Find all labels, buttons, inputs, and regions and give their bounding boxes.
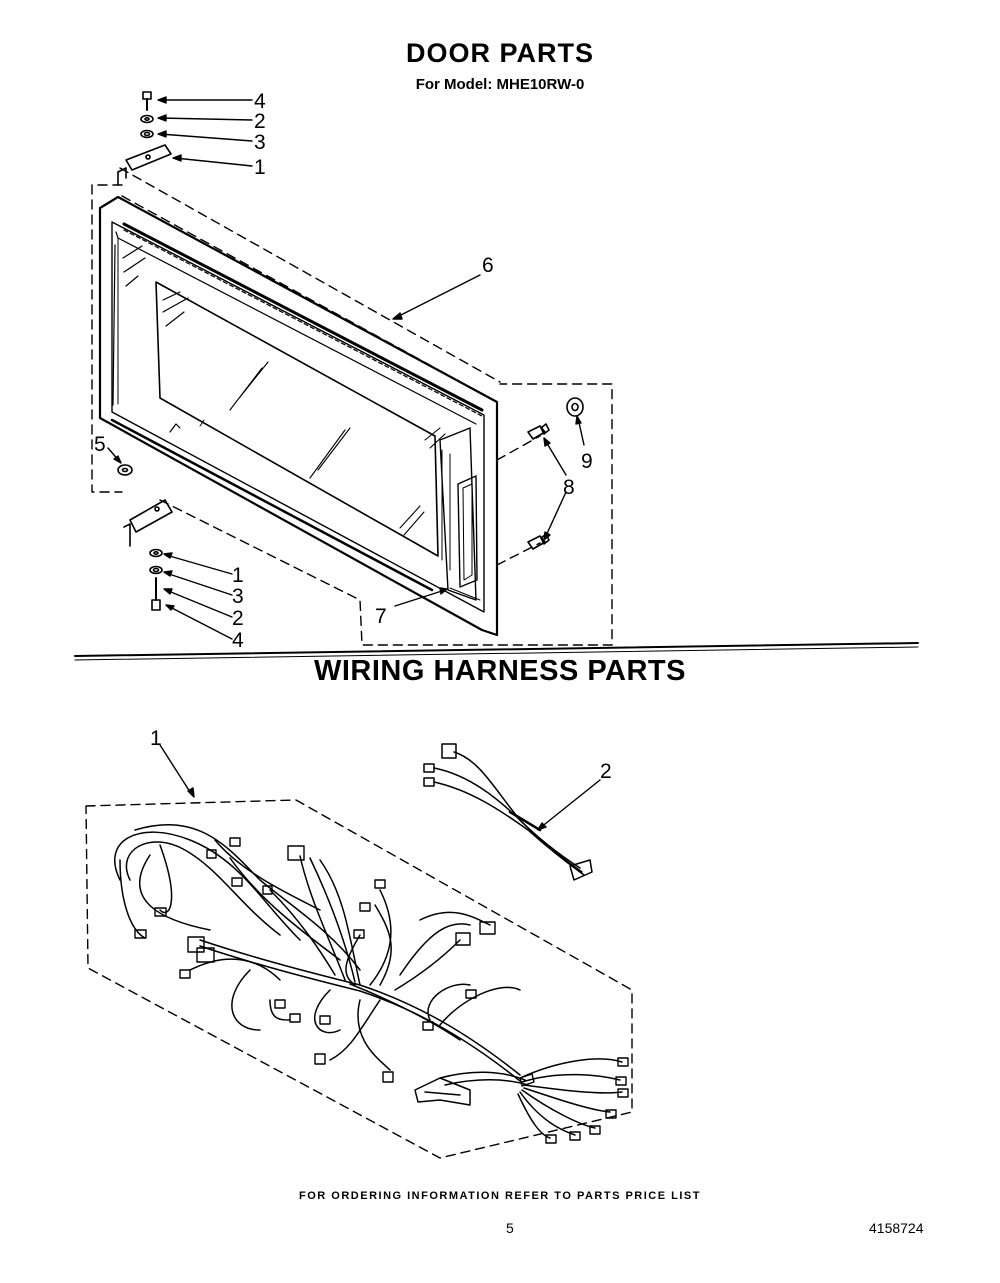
callout-8: 8 [563, 476, 575, 499]
section-divider [74, 642, 919, 661]
top-hinge-hardware [117, 91, 172, 186]
harness-outline [85, 799, 633, 1159]
harness-leader-arrows [159, 744, 601, 831]
callout-4-top: 4 [254, 90, 266, 113]
harness-terminals [134, 837, 629, 1144]
harness-callouts: 1 2 [150, 727, 612, 783]
callout-2-bottom: 2 [232, 607, 244, 630]
callout-1-bottom: 1 [232, 564, 244, 587]
document-number: 4158724 [869, 1220, 924, 1236]
harness-callout-2: 2 [600, 760, 612, 783]
secondary-wiring-harness [423, 743, 593, 881]
callout-1-top: 1 [254, 156, 266, 179]
harness-callout-1: 1 [150, 727, 162, 750]
callout-5: 5 [94, 433, 106, 456]
dashed-leader-lines [91, 167, 613, 646]
callout-3-bottom: 3 [232, 585, 244, 608]
door-callouts: 4 2 3 1 6 9 8 5 1 3 2 4 7 [94, 90, 593, 652]
door-assembly [98, 195, 499, 637]
callout-4-bottom: 4 [232, 629, 244, 652]
callout-9: 9 [581, 450, 593, 473]
callout-7: 7 [375, 605, 387, 628]
side-screws [527, 397, 584, 550]
model-number-label: For Model: MHE10RW-0 [415, 76, 585, 93]
ordering-info-note: FOR ORDERING INFORMATION REFER TO PARTS … [299, 1190, 701, 1202]
door-leader-arrows [107, 96, 585, 640]
callout-2-top: 2 [254, 110, 266, 133]
main-wiring-harness [114, 824, 623, 1139]
bottom-hinge-hardware [117, 464, 173, 611]
callout-6: 6 [482, 254, 494, 277]
page-number: 5 [506, 1220, 514, 1236]
wiring-harness-title: WIRING HARNESS PARTS [314, 655, 686, 687]
callout-3-top: 3 [254, 131, 266, 154]
door-parts-title: DOOR PARTS [405, 38, 594, 68]
